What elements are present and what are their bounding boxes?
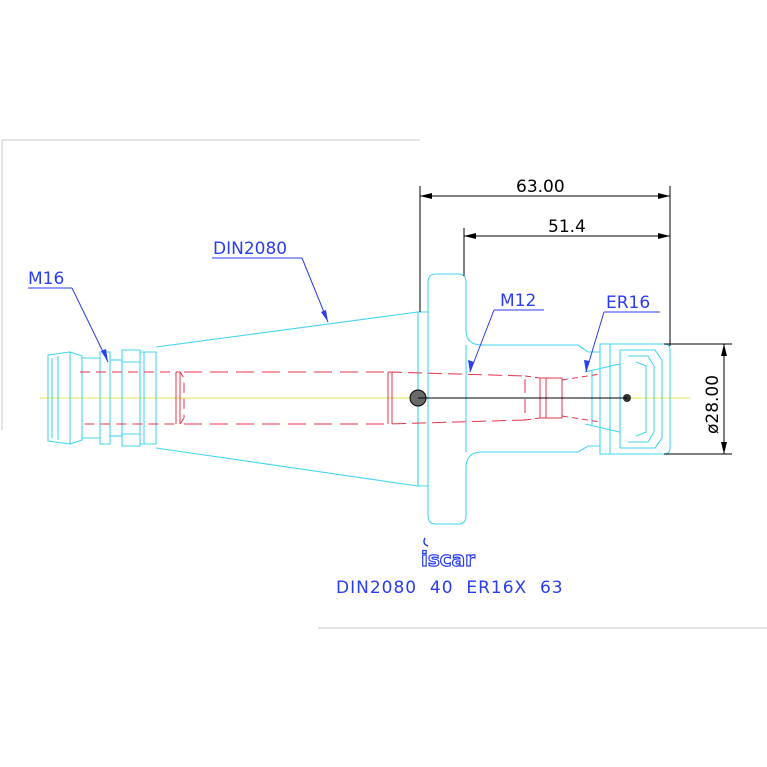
label-inner-thread: M12 <box>500 291 536 311</box>
holder-outline <box>47 273 671 525</box>
dim-diameter: ø28.00 <box>703 375 723 434</box>
leader-arrows <box>101 310 590 372</box>
dim-projection-length: 51.4 <box>548 217 586 237</box>
iscar-logo: iscar <box>420 537 476 572</box>
label-collet: ER16 <box>606 293 650 313</box>
leader-lines <box>28 257 660 373</box>
dimension-lines <box>419 186 732 455</box>
label-taper: DIN2080 <box>213 239 287 259</box>
dim-overall-length: 63.00 <box>516 177 565 197</box>
brand-text: iscar <box>421 547 475 571</box>
label-pull-thread: M16 <box>28 269 64 289</box>
center-marks <box>409 389 631 407</box>
dimension-arrows <box>420 193 727 454</box>
frame <box>1 139 767 629</box>
caption: DIN2080 40 ER16X 63 <box>336 578 564 598</box>
